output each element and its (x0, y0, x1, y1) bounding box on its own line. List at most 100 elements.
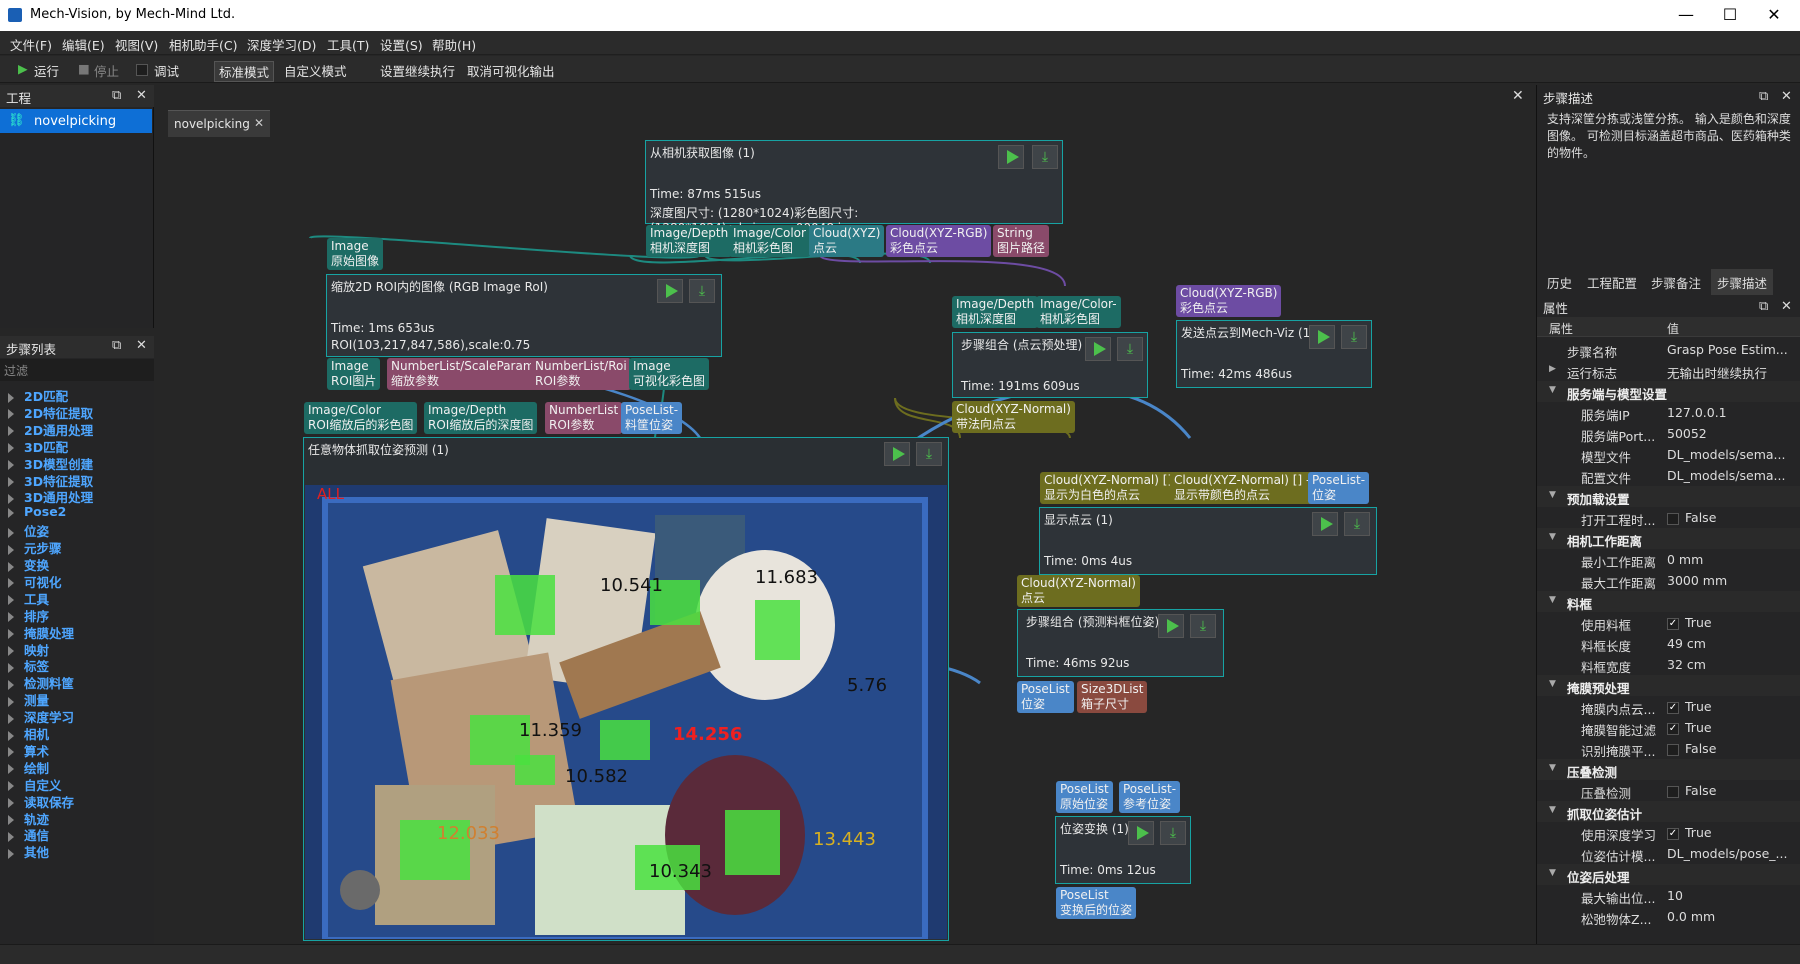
expand-arrow-icon[interactable] (8, 493, 14, 504)
property-checkbox[interactable] (1667, 512, 1679, 525)
tab-history[interactable]: 历史 (1547, 276, 1573, 291)
node-run-button[interactable] (657, 279, 683, 303)
expand-arrow-icon[interactable]: ▼ (1549, 805, 1556, 815)
property-value[interactable]: 10 (1667, 888, 1683, 903)
property-value[interactable]: 127.0.0.1 (1667, 405, 1727, 420)
cancel-vis-button[interactable]: 取消可视化输出 (467, 64, 555, 79)
node-download-icon[interactable]: ⤓ (916, 442, 942, 466)
step-filter-input[interactable]: 过滤 (0, 359, 154, 381)
property-row[interactable]: ▼服务端与模型设置 (1537, 381, 1800, 402)
menu-view[interactable]: 视图(V) (115, 38, 159, 53)
property-row[interactable]: 掩膜内点云...✓True (1537, 696, 1800, 717)
expand-arrow-icon[interactable] (8, 831, 14, 842)
step-category[interactable]: 映射 (8, 640, 49, 659)
tab-close-icon[interactable]: ✕ (253, 116, 264, 130)
step-category[interactable]: 其他 (8, 842, 49, 861)
step-category[interactable]: Pose2 (8, 504, 66, 519)
property-row[interactable]: ▶运行标志无输出时继续执行 (1537, 360, 1800, 381)
step-category[interactable]: 可视化 (8, 572, 62, 591)
expand-arrow-icon[interactable] (8, 815, 14, 825)
port-pred-binpose[interactable]: PoseList-料筐位姿 (621, 402, 683, 434)
node-download-icon[interactable]: ⤓ (1117, 337, 1143, 361)
step-category[interactable]: 测量 (8, 690, 49, 709)
property-checkbox[interactable] (1667, 743, 1679, 756)
tab-step-notes[interactable]: 步骤备注 (1651, 276, 1702, 291)
expand-arrow-icon[interactable] (8, 764, 14, 775)
property-value[interactable]: DL_models/sema... (1667, 447, 1785, 462)
step-category[interactable]: 元步骤 (8, 538, 62, 557)
property-checkbox[interactable]: ✓ (1667, 827, 1679, 840)
property-value[interactable]: DL_models/sema... (1667, 468, 1785, 483)
property-row[interactable]: ▼预加载设置 (1537, 486, 1800, 507)
expand-arrow-icon[interactable]: ▼ (1549, 868, 1556, 878)
property-value[interactable]: ✓True (1667, 720, 1712, 735)
tab-step-desc[interactable]: 步骤描述 (1711, 269, 1774, 296)
expand-arrow-icon[interactable] (8, 578, 14, 589)
port-combo1-color[interactable]: Image/Color-相机彩色图 (1036, 296, 1121, 328)
expand-arrow-icon[interactable] (8, 679, 14, 690)
step-category[interactable]: 深度学习 (8, 707, 74, 726)
port-viz-in[interactable]: Cloud(XYZ-RGB)彩色点云 (1176, 285, 1282, 317)
property-value[interactable]: 无输出时继续执行 (1667, 363, 1767, 382)
property-row[interactable]: 最大输出位...10 (1537, 885, 1800, 906)
property-value[interactable]: False (1667, 510, 1716, 525)
close-panel-icon[interactable]: ✕ (136, 88, 147, 103)
step-category[interactable]: 相机 (8, 724, 49, 743)
step-category[interactable]: 掩膜处理 (8, 623, 74, 642)
expand-arrow-icon[interactable] (8, 544, 14, 555)
expand-arrow-icon[interactable]: ▼ (1549, 595, 1556, 605)
menu-tools[interactable]: 工具(T) (327, 38, 370, 53)
expand-arrow-icon[interactable] (8, 696, 14, 707)
property-row[interactable]: ▼位姿后处理 (1537, 864, 1800, 885)
property-checkbox[interactable]: ✓ (1667, 701, 1679, 714)
expand-arrow-icon[interactable] (8, 662, 14, 673)
port-combo2-in[interactable]: Cloud(XYZ-Normal)点云 (1017, 575, 1140, 607)
step-category[interactable]: 2D匹配 (8, 386, 68, 405)
menu-camera[interactable]: 相机助手(C) (169, 38, 238, 53)
property-value[interactable]: 32 cm (1667, 657, 1706, 672)
float-icon[interactable]: ⧉ (1759, 89, 1769, 104)
close-button[interactable]: ✕ (1767, 5, 1781, 24)
expand-arrow-icon[interactable] (8, 730, 14, 741)
property-checkbox[interactable]: ✓ (1667, 722, 1679, 735)
node-capture-image[interactable]: 从相机获取图像 (1) ⤓ Time: 87ms 515us 深度图尺寸: (1… (645, 140, 1063, 235)
expand-arrow-icon[interactable] (8, 713, 14, 724)
property-value[interactable]: 50052 (1667, 426, 1707, 441)
node-run-button[interactable] (1158, 614, 1184, 638)
step-category[interactable]: 绘制 (8, 758, 49, 777)
property-value[interactable]: ✓True (1667, 825, 1712, 840)
menu-edit[interactable]: 编辑(E) (62, 38, 105, 53)
expand-arrow-icon[interactable] (8, 848, 14, 859)
expand-arrow-icon[interactable]: ▼ (1549, 490, 1556, 500)
step-category[interactable]: 排序 (8, 606, 49, 625)
custom-mode-button[interactable]: 自定义模式 (284, 64, 347, 79)
property-row[interactable]: 掩膜智能过滤✓True (1537, 717, 1800, 738)
expand-arrow-icon[interactable]: ▼ (1549, 532, 1556, 542)
run-button[interactable]: 运行 (34, 64, 60, 79)
port-show-white[interactable]: Cloud(XYZ-Normal) []显示为白色的点云 (1040, 472, 1177, 504)
step-category[interactable]: 2D通用处理 (8, 420, 93, 439)
step-category[interactable]: 算术 (8, 741, 49, 760)
node-download-icon[interactable]: ⤓ (1344, 512, 1370, 536)
property-value[interactable]: ✓True (1667, 615, 1712, 630)
expand-arrow-icon[interactable] (8, 527, 14, 538)
node-roi-image[interactable]: 缩放2D ROI内的图像 (RGB Image RoI) ⤓ Time: 1ms… (326, 274, 722, 357)
node-run-button[interactable] (998, 145, 1024, 169)
property-row[interactable]: 位姿估计模...DL_models/pose_... (1537, 843, 1800, 864)
property-row[interactable]: 使用深度学习✓True (1537, 822, 1800, 843)
port-combo1-out[interactable]: Cloud(XYZ-Normal)带法向点云 (952, 401, 1075, 433)
standard-mode-button[interactable]: 标准模式 (214, 61, 275, 82)
step-category[interactable]: 变换 (8, 555, 49, 574)
property-row[interactable]: ▼料框 (1537, 591, 1800, 612)
